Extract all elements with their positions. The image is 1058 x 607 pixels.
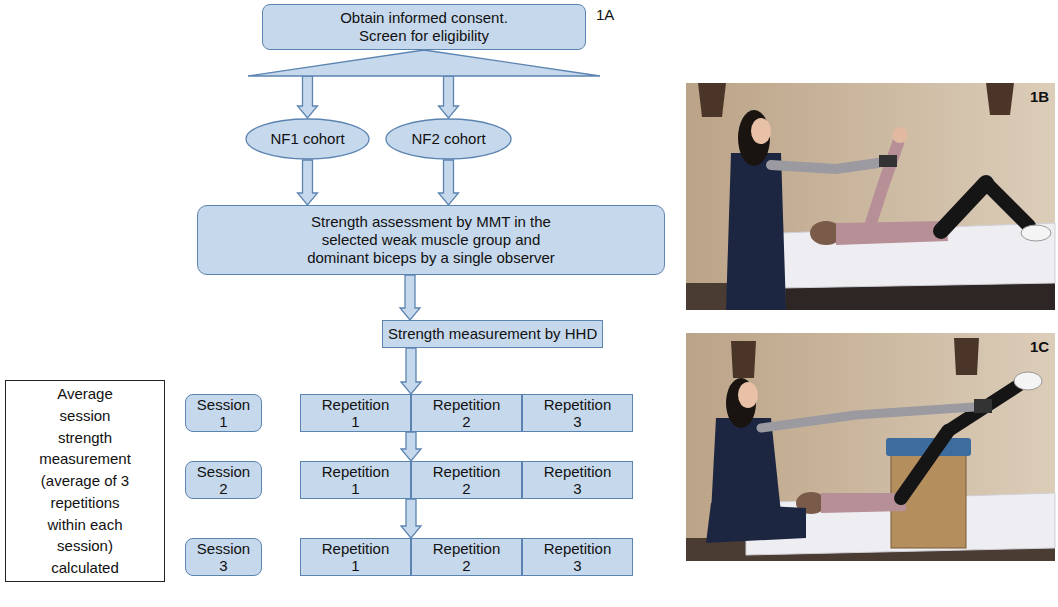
photo-1b (686, 83, 1055, 310)
repetition-box: Repetition 2 (411, 394, 522, 432)
block-arrow (401, 499, 421, 538)
split-triangle (248, 50, 600, 76)
note-box: Average session strength measurement (av… (5, 380, 165, 582)
repetition-box: Repetition 1 (300, 461, 411, 499)
panel-label: 1A (596, 6, 614, 24)
node-text: Repetition 1 (319, 396, 393, 431)
process-box: Strength assessment by MMT in the select… (197, 205, 665, 275)
therapist-scrubs (726, 153, 786, 310)
node-text: Session 3 (195, 540, 253, 575)
session-box: Session 2 (185, 461, 262, 499)
node-text: Repetition 2 (430, 540, 504, 575)
patient-shirt (821, 493, 906, 513)
sneaker (1014, 372, 1042, 390)
node-text: Repetition 2 (430, 396, 504, 431)
wall-sconce (986, 83, 1014, 115)
therapist-legs (706, 503, 806, 543)
session-box: Session 3 (185, 538, 262, 576)
ellipse-shape (246, 119, 369, 159)
ellipse-shape (386, 119, 511, 159)
therapist-hair (738, 110, 770, 166)
process-box: Obtain informed consent. Screen for elig… (262, 4, 586, 50)
repetition-box: Repetition 2 (411, 461, 522, 499)
cohort-ellipse: NF2 cohort (385, 118, 512, 160)
block-arrow (439, 160, 459, 205)
patient-shirt (836, 221, 948, 245)
repetition-box: Repetition 1 (300, 538, 411, 576)
photo-1c (686, 333, 1055, 561)
panel-label: 1C (1030, 338, 1049, 356)
repetition-box: Repetition 1 (300, 394, 411, 432)
repetition-box: Repetition 3 (522, 394, 633, 432)
wall-sconce (731, 341, 756, 378)
process-box: Strength measurement by HHD (382, 320, 603, 348)
patient-thigh (941, 183, 986, 231)
node-text: Session 1 (195, 396, 253, 431)
block-arrow (298, 160, 318, 205)
therapist-arm (761, 407, 974, 428)
photo-wall (686, 333, 1055, 561)
patient-arm (871, 143, 898, 223)
therapist-face (738, 382, 758, 408)
node-text: Strength assessment by MMT in the select… (295, 213, 567, 267)
repetition-box: Repetition 3 (522, 461, 633, 499)
patient-fist (892, 127, 908, 143)
dynamometer (879, 155, 897, 167)
node-text: Strength measurement by HHD (388, 325, 597, 343)
patient-thigh (901, 431, 948, 498)
block-arrow (400, 275, 420, 320)
therapist-arm (771, 163, 878, 169)
node-text: NF2 cohort (411, 130, 485, 148)
cohort-ellipse: NF1 cohort (245, 118, 370, 160)
repetition-box: Repetition 3 (522, 538, 633, 576)
node-text: NF1 cohort (270, 130, 344, 148)
session-box: Session 1 (185, 394, 262, 432)
therapist-scrubs (711, 418, 781, 513)
node-text: Session 2 (195, 463, 253, 498)
node-text: Average session strength measurement (av… (35, 383, 135, 579)
block-arrow (401, 432, 421, 461)
sneaker (1021, 225, 1051, 241)
node-text: Repetition 1 (319, 540, 393, 575)
node-text: Obtain informed consent. Screen for elig… (322, 9, 527, 45)
therapist-face (751, 118, 771, 144)
photo-wall (686, 83, 1055, 310)
block-arrow (401, 348, 421, 394)
node-text: Repetition 3 (541, 540, 615, 575)
wall-sconce (698, 83, 726, 117)
node-text: Repetition 3 (541, 396, 615, 431)
node-text: Repetition 1 (319, 463, 393, 498)
repetition-box: Repetition 2 (411, 538, 522, 576)
patient-shin (986, 183, 1029, 226)
node-text: Repetition 2 (430, 463, 504, 498)
panel-label: 1B (1030, 88, 1049, 106)
dynamometer (974, 399, 992, 413)
wall-sconce (954, 338, 979, 375)
node-text: Repetition 3 (541, 463, 615, 498)
